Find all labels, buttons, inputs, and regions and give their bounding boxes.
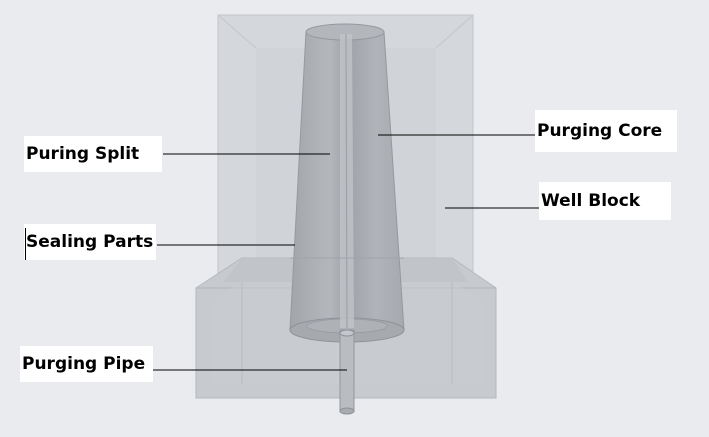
well-block-label: Well Block bbox=[541, 191, 641, 211]
purging-core-label-box: Purging Core bbox=[535, 110, 677, 152]
purging-core bbox=[289, 23, 405, 343]
puring-split-label-box: Puring Split bbox=[24, 136, 162, 172]
sealing-parts-label-box: Sealing Parts bbox=[24, 224, 156, 260]
puring-split-label: Puring Split bbox=[26, 144, 140, 164]
purging-pipe bbox=[339, 329, 355, 415]
sealing-parts-label: Sealing Parts bbox=[26, 232, 154, 252]
well-block-label-box: Well Block bbox=[539, 182, 671, 220]
purging-pipe-label-box: Purging Pipe bbox=[20, 346, 153, 382]
purging-core-label: Purging Core bbox=[537, 121, 663, 141]
sealing-parts-marker bbox=[25, 228, 26, 260]
purging-pipe-label: Purging Pipe bbox=[22, 354, 146, 374]
